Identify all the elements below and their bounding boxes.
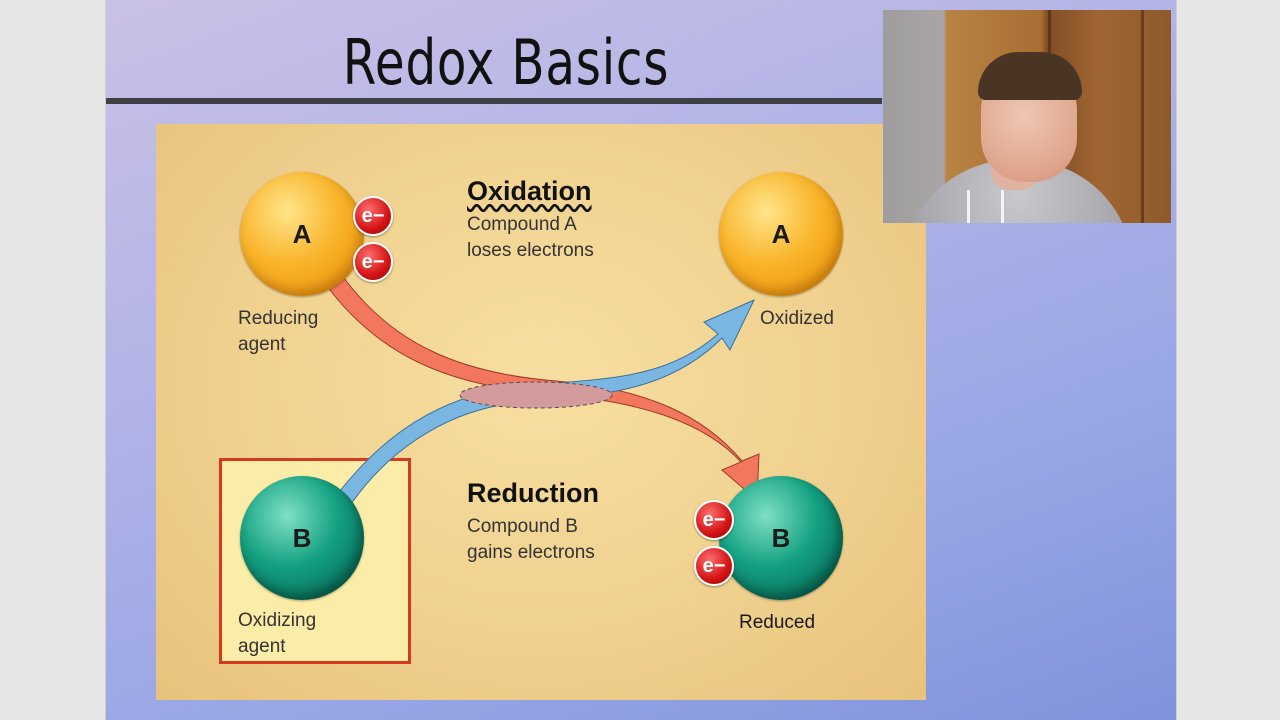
oxidized-label: Oxidized — [760, 308, 834, 329]
oxidation-description: Compound A loses electrons — [467, 214, 594, 261]
reducing-agent-label: Reducing agent — [238, 308, 319, 355]
door-edge — [1141, 10, 1144, 223]
hoodie-drawcord — [1001, 190, 1004, 223]
slide-title: Redox Basics — [342, 26, 670, 99]
reduction-description: Compound B gains electrons — [467, 516, 595, 563]
presenter-video-icon — [883, 10, 1171, 223]
electron-icon: e− — [353, 242, 393, 282]
title-divider — [106, 98, 882, 104]
presenter-hair — [978, 52, 1082, 100]
reduced-label: Reduced — [739, 612, 816, 633]
redox-diagram: A e− e− Reducing agent Oxidation Compoun… — [156, 124, 926, 700]
particle-b-reduced: B — [719, 476, 843, 600]
electron-icon: e− — [694, 500, 734, 540]
particle-b-oxidizing: B — [240, 476, 364, 600]
hoodie-drawcord — [967, 190, 970, 223]
particle-a-reducing: A — [240, 172, 364, 296]
oxidation-heading: Oxidation — [467, 176, 592, 206]
electron-icon: e− — [353, 196, 393, 236]
reduction-heading: Reduction — [467, 478, 599, 508]
redox-arrows — [323, 273, 760, 505]
electron-icon: e− — [694, 546, 734, 586]
oxidizing-agent-label: Oxidizing agent — [238, 610, 317, 657]
arrow-overlap — [459, 381, 613, 409]
blue-arrow — [335, 298, 756, 505]
particle-a-oxidized: A — [719, 172, 843, 296]
